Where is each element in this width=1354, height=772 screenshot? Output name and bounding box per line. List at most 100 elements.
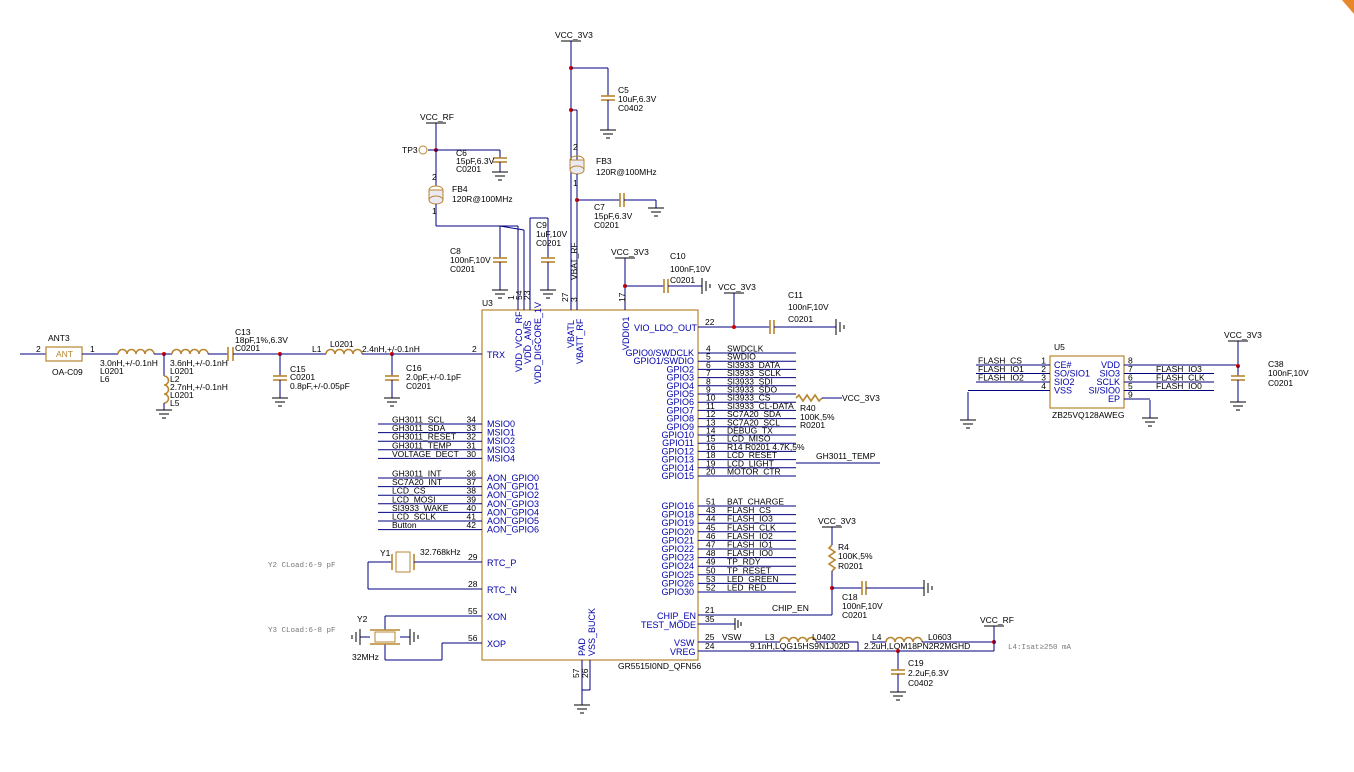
gpio-net-label: SI3933_CS	[727, 393, 771, 403]
pin-vreg: VREG	[670, 647, 696, 657]
gpio-pin-number: 15	[706, 434, 716, 444]
flash-pin-number: 7	[1128, 364, 1133, 374]
gpio-net-label: LCD_LIGHT	[727, 458, 774, 468]
flash-pin-name: SI/SIO0	[1088, 386, 1120, 396]
rtc-pins: 29 RTC_P 28 RTC_N	[367, 552, 517, 595]
gpio-pin-number: 8	[706, 376, 711, 386]
c13-value: 18pF,1%,6.3V	[235, 335, 288, 345]
capacitor-c7: C7 15pF,6.3V C0201	[575, 193, 664, 230]
c7-ref: C7	[594, 202, 605, 212]
ic-u3-left-pins: 2 TRX	[392, 344, 505, 360]
pin-vdd-ams: VDD_AMS	[523, 320, 533, 364]
xtal-pins: 55 XON 56 XOP	[384, 606, 507, 661]
gpio-pin-number: 19	[706, 458, 716, 468]
l5-ref: L5	[170, 398, 180, 408]
gpio-pin-name: GPIO22	[661, 544, 694, 554]
aon-pin-number: 38	[467, 486, 477, 496]
c6-value: 15pF,6.3V	[456, 156, 495, 166]
flash-pin-name: EP	[1108, 394, 1120, 404]
r40-pkg: R0201	[800, 420, 825, 430]
aon-net-label: GH3011_INT	[392, 469, 441, 479]
fb4-pin1: 1	[432, 206, 437, 216]
vcc-3v3-label-r40: VCC_3V3	[842, 393, 880, 403]
l2-pkg: L0201	[170, 366, 194, 376]
gpio-net-label: LED_RED	[727, 583, 766, 593]
resistor-r4: VCC_3V3 R4 100K,5% R0201	[818, 516, 873, 615]
gpio-net-label: SI3933_SDO	[727, 385, 777, 395]
gpio-pin-number: 6	[706, 360, 711, 370]
l1-value: 2.4nH,+/-0.1nH	[362, 344, 420, 354]
capacitor-c18: C18 100nF,10V C0201	[832, 580, 933, 620]
inductor-l2: 3.6nH,+/-0.1nH L0201 L2	[170, 348, 228, 384]
aon-net-label: LCD_CS	[392, 486, 426, 496]
y2-ref: Y2	[357, 614, 368, 624]
fb3-pin1: 1	[573, 178, 578, 188]
fb4-pin2: 2	[432, 172, 437, 182]
pin-num-21: 21	[705, 605, 715, 615]
vcc-rf-label-top: VCC_RF	[420, 112, 454, 122]
c15-pkg: C0201	[290, 372, 315, 382]
gpio-pin-name: GPIO26	[661, 578, 694, 588]
aon-pin-number: 40	[467, 503, 477, 513]
pin-num-23: 23	[522, 290, 532, 300]
gpio-net-label: MOTOR_CTR	[727, 467, 781, 477]
gpio-pin-number: 50	[706, 565, 716, 575]
pin-rtc-p: RTC_P	[487, 558, 516, 568]
pin-vss-buck: VSS_BUCK	[587, 608, 597, 656]
c9-ref: C9	[536, 220, 547, 230]
gpio-pin-number: 48	[706, 548, 716, 558]
c16-pkg: C0201	[406, 381, 431, 391]
gpio-pin-name: GPIO23	[661, 553, 694, 563]
c15-value: 0.8pF,+/-0.05pF	[290, 381, 350, 391]
vcc-rf-top: VCC_RF TP3	[402, 112, 500, 155]
flash-net-label: FLASH_CLK	[1156, 373, 1205, 383]
flash-pin-number: 3	[1041, 373, 1046, 383]
pin-num-27: 27	[560, 292, 570, 302]
gpio-net-label: FLASH_IO0	[727, 548, 773, 558]
gpio-pin-number: 46	[706, 531, 716, 541]
pin-num-29: 29	[468, 552, 478, 562]
flash-pin-number: 6	[1128, 373, 1133, 383]
gpio-net-label: SI3933_SDI	[727, 376, 773, 386]
pin-vdd-vco-rf: VDD_VCO_RF	[514, 311, 524, 372]
inductor-l4: L4 L0603 2.2uH,LQM18PN2R2MGHD	[864, 632, 994, 651]
gpio-pin-number: 47	[706, 540, 716, 550]
c13-ref: C13	[235, 327, 251, 337]
flash-pin-name: SCLK	[1096, 377, 1120, 387]
pin-rtc-n: RTC_N	[487, 585, 517, 595]
flash-pin-name: SIO3	[1099, 369, 1120, 379]
gpio-pin-number: 53	[706, 574, 716, 584]
pin-num-54: 54	[514, 290, 524, 300]
pin-num-56: 56	[468, 633, 478, 643]
aon-pin-name: AON_GPIO6	[487, 525, 539, 535]
net-chip-en: CHIP_EN	[772, 603, 809, 613]
y1-ref: Y1	[380, 548, 391, 558]
gpio-net-label: FLASH_IO1	[727, 540, 773, 550]
c38-value: 100nF,10V	[1268, 368, 1309, 378]
c5-ref: C5	[618, 85, 629, 95]
aon-net-label: SI3933_WAKE	[392, 503, 449, 513]
gpio-pin-number: 11	[706, 401, 715, 411]
inductor-l5: 2.7nH,+/-0.1nH L0201 L5	[156, 354, 228, 419]
gpio-pin-name: GPIO8	[666, 414, 694, 424]
c6-ref: C6	[456, 148, 467, 158]
l6-pkg: L0201	[100, 366, 124, 376]
resistor-r40: VCC_3V3 R40 100K,5% R0201	[795, 393, 880, 430]
pin-num-35: 35	[705, 614, 715, 624]
fb3-value: 120R@100MHz	[596, 167, 657, 177]
aon-pin-number: 41	[467, 512, 477, 522]
pin-num-25: 25	[705, 632, 715, 642]
gpio-net-label: BAT_CHARGE	[727, 497, 784, 507]
inductor-l1: L1 L0201 2.4nH,+/-0.1nH	[312, 339, 420, 355]
c38-ref: C38	[1268, 359, 1284, 369]
capacitor-c9: C9 1uF,10V C0201	[530, 217, 568, 299]
gpio-pin-name: GPIO6	[666, 397, 694, 407]
net-vbat-rf: VBAT_RF	[569, 242, 579, 280]
gpio-net-label: LED_GREEN	[727, 574, 779, 584]
flash-net-label: FLASH_IO0	[1156, 381, 1202, 391]
c16-ref: C16	[406, 363, 422, 373]
aon-pin-name: AON_GPIO1	[487, 482, 539, 492]
y2-value: 32MHz	[352, 652, 379, 662]
gpio-pin-name: GPIO13	[661, 455, 694, 465]
